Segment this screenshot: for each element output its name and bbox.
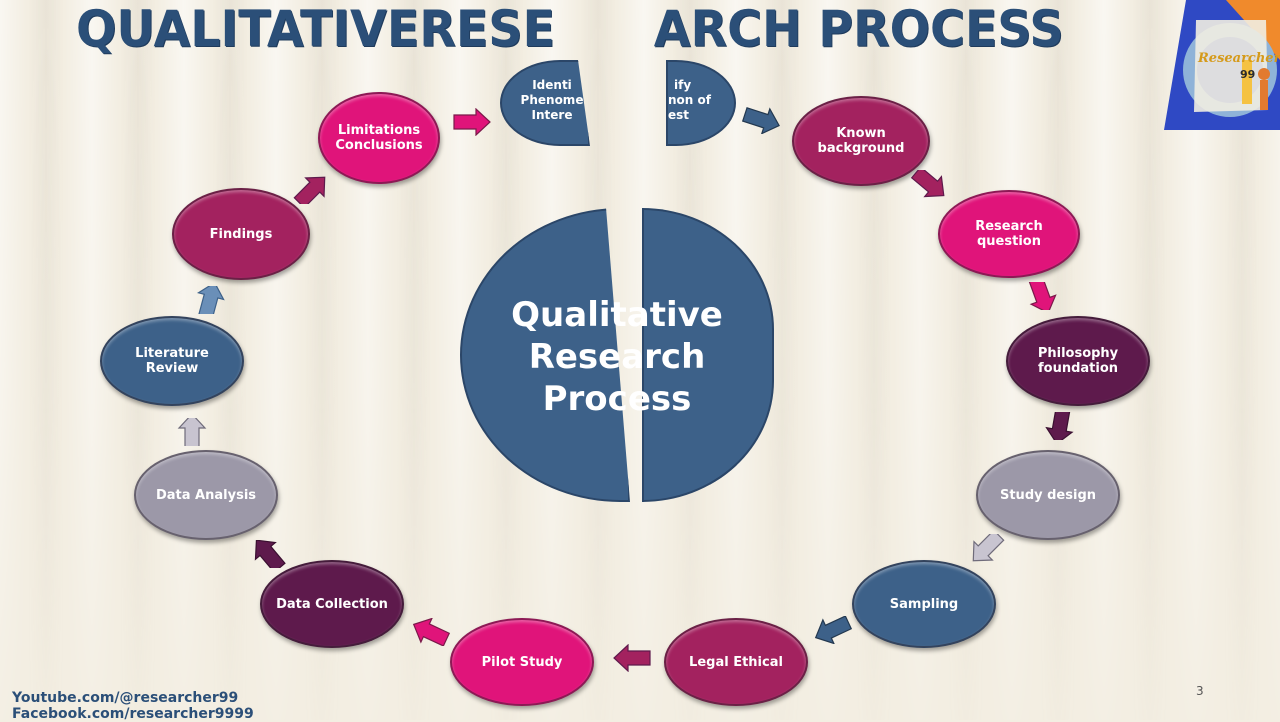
arrow-icon [814,616,852,644]
arrow-icon [293,176,326,204]
identify-right-line-3: est [668,108,690,122]
node-label: Legal Ethical [689,654,783,670]
arrow-icon [1045,412,1074,440]
arrow-icon [1028,282,1057,310]
node-label: Pilot Study [481,654,563,670]
node-label: Philosophy foundation [1037,346,1119,376]
facebook-link[interactable]: Facebook.com/researcher9999 [12,706,254,722]
page-number: 3 [1196,684,1204,698]
node-data-collection[interactable]: Data Collection [260,560,404,648]
youtube-link[interactable]: Youtube.com/@researcher99 [12,690,239,706]
identify-left-line-1: Identi [532,78,572,92]
identify-right-line-2: non of [668,93,711,107]
identify-node-left-half [500,60,590,146]
center-line-3: Process [542,379,692,419]
researcher99-logo: Researcher 99 [1164,0,1280,130]
arrow-icon [453,108,491,136]
node-label: Data Analysis [155,487,257,503]
identify-phenomenon-node[interactable]: Identi Phenome Intere ify non of est [500,60,736,146]
node-label: Literature Review [135,346,209,376]
node-philosophy-foundation[interactable]: Philosophy foundation [1006,316,1150,406]
arrow-icon [412,618,450,646]
node-label: Data Collection [276,596,388,612]
slide-title: QUALITATIVERESE ARCH PROCESS [76,0,1064,58]
node-study-design[interactable]: Study design [976,450,1120,540]
identify-right-line-1: ify [674,78,692,92]
logo-text: Researcher [1197,51,1280,66]
arrow-icon [254,540,286,568]
arrow-icon [910,170,945,198]
node-limitations-conclusions[interactable]: Limitations Conclusions [318,92,440,184]
title-right: ARCH PROCESS [653,0,1064,58]
title-left: QUALITATIVERESE [76,0,555,58]
node-label: Sampling [889,596,959,612]
node-data-analysis[interactable]: Data Analysis [134,450,278,540]
arrow-icon [177,418,207,446]
node-pilot-study[interactable]: Pilot Study [450,618,594,706]
center-line-2: Research [528,337,706,377]
node-label: Research question [975,219,1043,249]
identify-node-right-text: ify non of est [668,78,726,123]
node-sampling[interactable]: Sampling [852,560,996,648]
identify-left-line-3: Intere [531,108,573,122]
node-label: Findings [209,226,273,242]
node-findings[interactable]: Findings [172,188,310,280]
arrow-icon [196,286,225,314]
center-title: Qualitative Research Process [460,294,774,420]
arrow-icon [972,534,1005,562]
node-known-background[interactable]: Known background [792,96,930,186]
logo-number: 99 [1240,68,1255,81]
arrow-icon [742,107,780,134]
center-line-1: Qualitative [511,295,723,335]
arrow-icon [613,644,651,672]
node-label: Known background [817,126,905,156]
node-research-question[interactable]: Research question [938,190,1080,278]
node-label: Limitations Conclusions [335,123,423,153]
identify-left-line-2: Phenome [520,93,584,107]
node-literature-review[interactable]: Literature Review [100,316,244,406]
footer-links: Youtube.com/@researcher99 Facebook.com/r… [12,690,254,722]
node-legal-ethical[interactable]: Legal Ethical [664,618,808,706]
node-label: Study design [999,487,1096,503]
center-circle[interactable]: Qualitative Research Process [460,208,774,502]
identify-node-left-text: Identi Phenome Intere [518,78,586,123]
